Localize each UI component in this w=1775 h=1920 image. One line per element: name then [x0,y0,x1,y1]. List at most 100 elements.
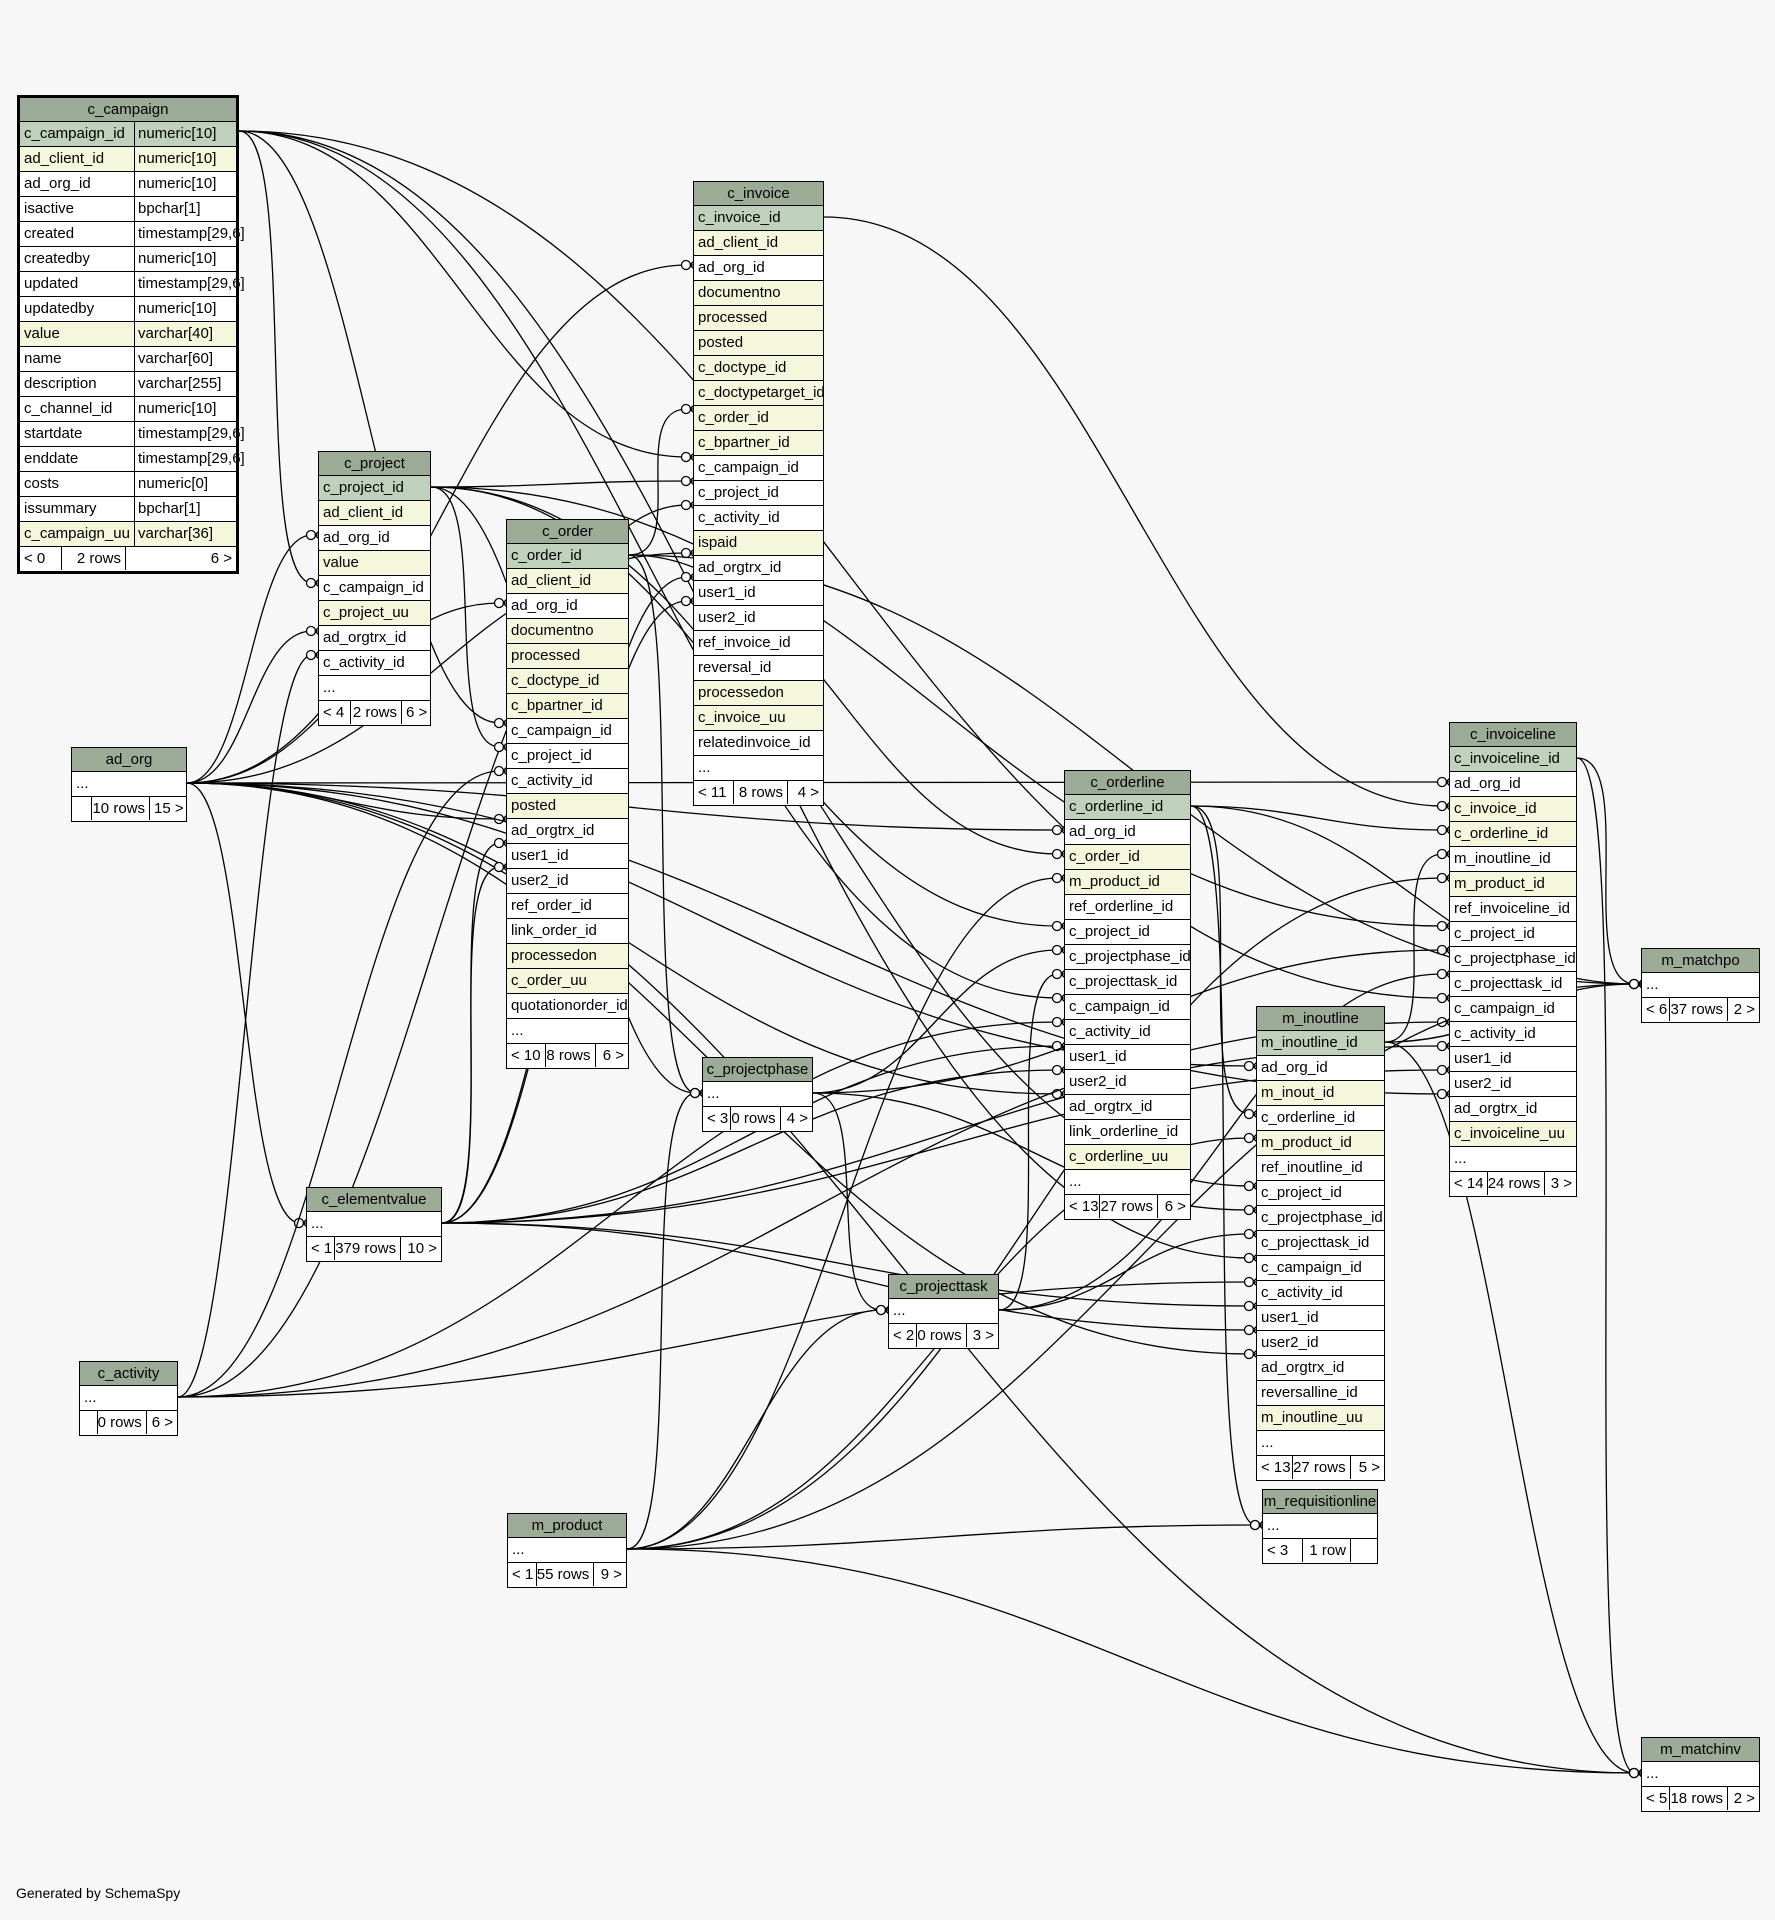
column-row[interactable]: processedon [694,681,823,706]
column-row[interactable]: reversalline_id [1257,1381,1384,1406]
children-count[interactable]: 6 > [151,1414,173,1431]
table-header[interactable]: c_invoiceline [1450,723,1576,747]
column-row[interactable]: ad_org_id [1450,772,1576,797]
column-row[interactable]: ad_orgtrx_id [694,556,823,581]
column-row[interactable]: quotationorder_id [507,994,628,1019]
column-row[interactable]: documentno [507,619,628,644]
parents-count[interactable]: < 2 [889,1324,918,1347]
column-row[interactable]: c_projecttask_id [1257,1231,1384,1256]
children-count[interactable]: 10 > [407,1240,437,1257]
column-row[interactable]: ... [307,1212,441,1237]
column-row[interactable]: ad_orgtrx_id [319,626,430,651]
column-row[interactable]: user2_id [1450,1072,1576,1097]
column-row[interactable]: c_order_uu [507,969,628,994]
column-row[interactable]: m_inoutline_id [1257,1031,1384,1056]
column-row[interactable]: c_bpartner_id [507,694,628,719]
column-row[interactable]: c_project_id [694,481,823,506]
column-row[interactable]: ad_org_id [319,526,430,551]
column-row[interactable]: m_product_id [1257,1131,1384,1156]
column-row[interactable]: user1_id [1065,1045,1190,1070]
column-row[interactable]: ... [72,772,186,797]
column-row[interactable]: ... [80,1386,177,1411]
column-row[interactable]: value [319,551,430,576]
table-header[interactable]: c_activity [80,1362,177,1386]
parents-count[interactable]: < 6 [1642,998,1670,1021]
table-header[interactable]: c_invoice [694,182,823,206]
parents-count[interactable] [72,797,92,820]
column-row[interactable]: processed [694,306,823,331]
column-row[interactable]: ... [1642,973,1759,998]
parents-count[interactable]: < 14 [1450,1172,1488,1195]
column-row[interactable]: c_activity_id [507,769,628,794]
column-row[interactable]: c_doctype_id [507,669,628,694]
table-header[interactable]: c_projecttask [889,1275,998,1299]
table-header[interactable]: c_elementvalue [307,1188,441,1212]
column-row[interactable]: c_campaign_id [694,456,823,481]
column-row[interactable]: c_invoice_id [1450,797,1576,822]
parents-count[interactable]: < 5 [1642,1787,1670,1810]
column-row[interactable]: user1_id [1257,1306,1384,1331]
column-row[interactable]: c_activity_id [319,651,430,676]
table-header[interactable]: c_projectphase [703,1058,812,1082]
table-header[interactable]: m_product [508,1514,626,1538]
table-header[interactable]: m_matchpo [1642,949,1759,973]
column-row[interactable]: user2_id [1257,1331,1384,1356]
column-row[interactable]: user2_id [694,606,823,631]
column-row[interactable]: c_invoiceline_uu [1450,1122,1576,1147]
column-row[interactable]: ... [1450,1147,1576,1172]
children-count[interactable]: 6 > [1164,1198,1186,1215]
column-row[interactable]: c_orderline_uu [1065,1145,1190,1170]
table-header[interactable]: ad_org [72,748,186,772]
table-header[interactable]: m_matchinv [1642,1738,1759,1762]
children-count[interactable]: 4 > [797,784,819,801]
column-row[interactable]: link_orderline_id [1065,1120,1190,1145]
table-header[interactable]: c_order [507,520,628,544]
column-row[interactable]: ... [694,756,823,781]
column-row[interactable]: ad_orgtrx_id [1065,1095,1190,1120]
column-row[interactable]: user2_id [1065,1070,1190,1095]
table-header[interactable]: c_orderline [1065,771,1190,795]
column-row[interactable]: ... [889,1299,998,1324]
column-row[interactable]: ... [1642,1762,1759,1787]
column-row[interactable]: m_product_id [1450,872,1576,897]
table-header[interactable]: c_campaign [20,98,236,122]
column-row[interactable]: c_project_uu [319,601,430,626]
column-row[interactable]: c_campaign_id [1450,997,1576,1022]
parents-count[interactable]: < 13 [1257,1456,1294,1479]
column-row[interactable]: ... [508,1538,626,1563]
column-row[interactable]: posted [507,794,628,819]
column-row[interactable]: user1_id [507,844,628,869]
column-row[interactable]: c_activity_id [694,506,823,531]
parents-count[interactable]: < 1 [307,1237,336,1260]
column-row[interactable]: ... [507,1019,628,1044]
parents-count[interactable]: < 3 [703,1107,732,1130]
column-row[interactable]: c_activity_id [1450,1022,1576,1047]
column-row[interactable]: c_order_id [507,544,628,569]
column-row[interactable]: processedon [507,944,628,969]
column-row[interactable]: posted [694,331,823,356]
column-row[interactable]: c_campaign_id [319,576,430,601]
column-row[interactable]: c_campaign_id [1065,995,1190,1020]
column-row[interactable]: c_orderline_id [1257,1106,1384,1131]
table-header[interactable]: m_inoutline [1257,1007,1384,1031]
column-row[interactable]: ad_client_id [694,231,823,256]
column-row[interactable]: c_projecttask_id [1450,972,1576,997]
parents-count[interactable] [80,1411,98,1434]
column-row[interactable]: ... [703,1082,812,1107]
column-row[interactable]: ad_orgtrx_id [1450,1097,1576,1122]
